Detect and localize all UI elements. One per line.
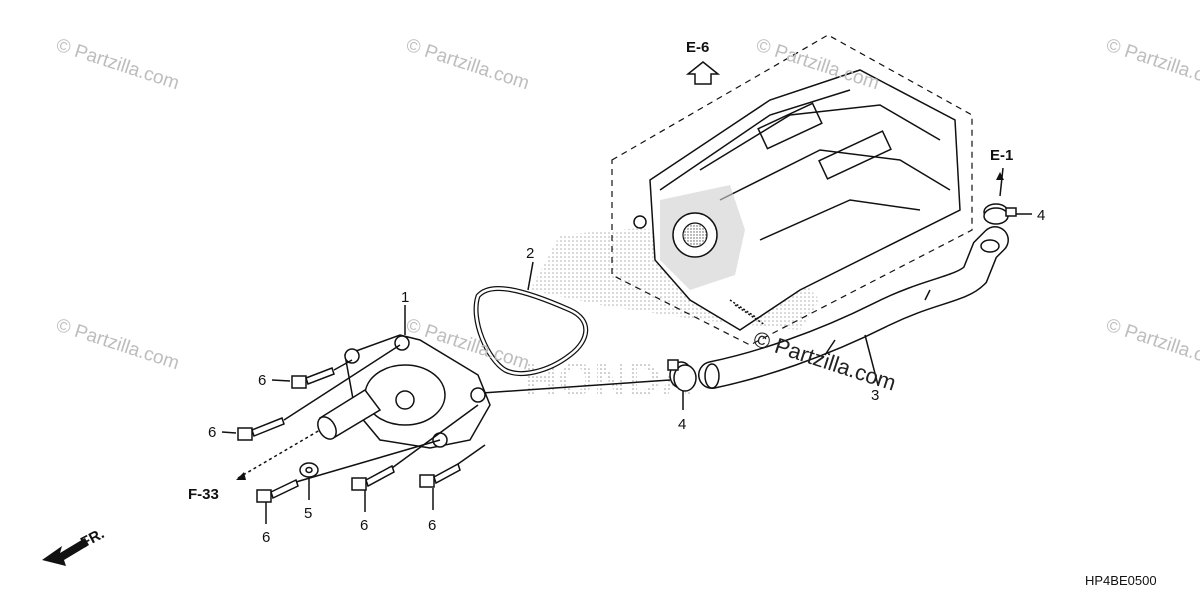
hose-clamp-middle: 4 — [667, 359, 697, 433]
watermark-2: © Partzilla.com — [403, 35, 531, 95]
bolt-3: 6 — [256, 478, 299, 546]
callout-4-mid: 4 — [678, 416, 686, 433]
bolt-5: 6 — [419, 462, 461, 534]
bolt-1: 6 — [258, 367, 335, 389]
front-arrow-icon — [42, 538, 89, 566]
callout-1: 1 — [401, 289, 409, 306]
watermarks: © Partzilla.com © Partzilla.com © Partzi… — [53, 35, 1200, 375]
bolt-4: 6 — [351, 464, 395, 534]
callout-4-top: 4 — [1037, 207, 1045, 224]
engine-crankcase — [633, 69, 961, 331]
up-arrow-icon — [685, 61, 721, 85]
front-direction: FR. — [42, 525, 107, 566]
watermark-4: © Partzilla.com — [1103, 35, 1200, 95]
honda-logo-text: HONDA — [525, 353, 694, 405]
hose-clamp-top: 4 — [983, 203, 1045, 225]
ref-e1-label: E-1 — [990, 147, 1013, 164]
bolt-2: 6 — [208, 417, 285, 441]
water-pump-cover: 1 — [317, 289, 491, 449]
bolts: 6 6 6 5 6 — [208, 344, 486, 546]
callout-6-b: 6 — [208, 424, 216, 441]
callout-2: 2 — [526, 245, 534, 262]
washer: 5 — [299, 462, 319, 522]
callout-5: 5 — [304, 505, 312, 522]
callout-3: 3 — [871, 387, 879, 404]
watermark-5: © Partzilla.com — [53, 315, 181, 375]
diagram-code: HP4BE0500 — [1085, 573, 1157, 588]
callout-6-c: 6 — [262, 529, 270, 546]
water-hose: 3 — [698, 226, 1009, 404]
ref-f33-label: F-33 — [188, 486, 219, 503]
gasket-o-ring: 2 — [473, 245, 589, 376]
callout-6-a: 6 — [258, 372, 266, 389]
watermark-7: © Partzilla.com — [1103, 315, 1200, 375]
callout-6-d: 6 — [360, 517, 368, 534]
f33-reference: F-33 — [188, 429, 321, 503]
ref-e6-label: E-6 — [686, 39, 709, 56]
engine-dashed-outline — [611, 34, 973, 346]
e6-reference: E-6 — [685, 39, 721, 85]
e1-reference: E-1 — [990, 147, 1013, 197]
watermark-1: © Partzilla.com — [53, 35, 181, 95]
callout-6-e: 6 — [428, 517, 436, 534]
